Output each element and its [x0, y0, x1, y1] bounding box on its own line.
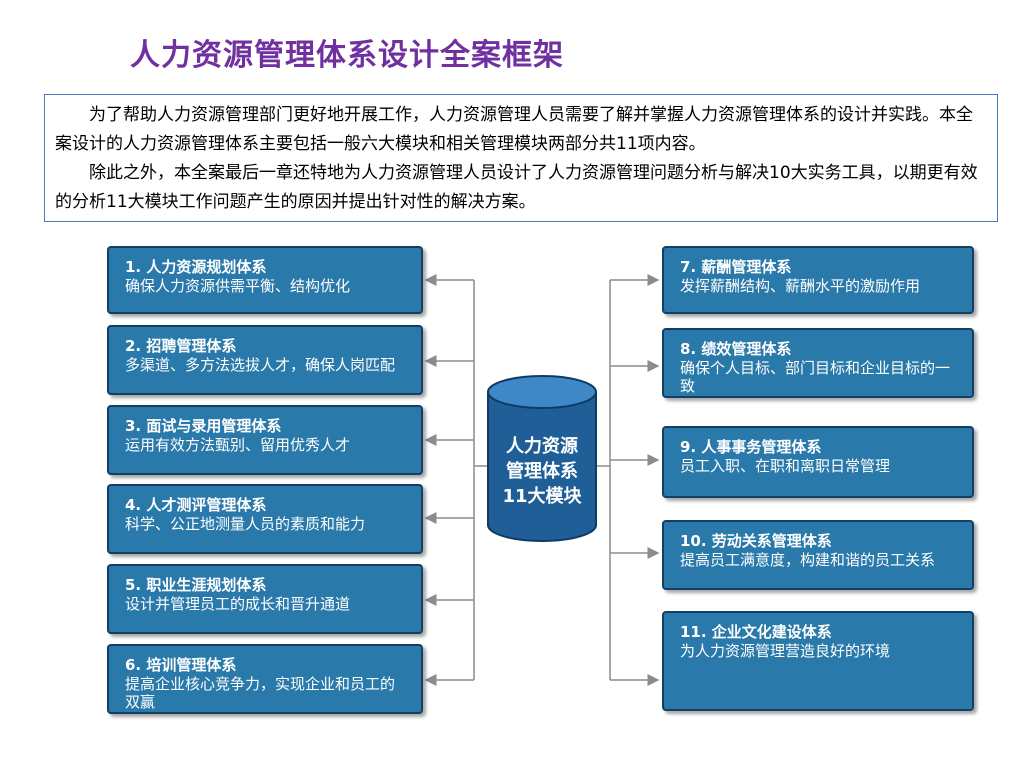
module-desc: 员工入职、在职和离职日常管理 — [680, 457, 891, 475]
module-box-8: 8. 绩效管理体系 确保个人目标、部门目标和企业目标的一致 — [662, 328, 974, 398]
module-desc: 确保人力资源供需平衡、结构优化 — [125, 277, 351, 295]
module-desc: 科学、公正地测量人员的素质和能力 — [125, 515, 366, 533]
module-box-4: 4. 人才测评管理体系 科学、公正地测量人员的素质和能力 — [107, 484, 423, 554]
intro-paragraph-1: 为了帮助人力资源管理部门更好地开展工作，人力资源管理人员需要了解并掌握人力资源管… — [55, 105, 973, 154]
module-box-9: 9. 人事事务管理体系 员工入职、在职和离职日常管理 — [662, 426, 974, 498]
module-box-1: 1. 人力资源规划体系 确保人力资源供需平衡、结构优化 — [107, 246, 423, 314]
module-name: 9. 人事事务管理体系 — [680, 438, 822, 456]
module-box-10: 10. 劳动关系管理体系 提高员工满意度，构建和谐的员工关系 — [662, 520, 974, 590]
module-name: 1. 人力资源规划体系 — [125, 258, 267, 276]
center-hub-line-3: 11大模块 — [502, 486, 582, 507]
module-name: 3. 面试与录用管理体系 — [125, 417, 282, 435]
module-name: 6. 培训管理体系 — [125, 656, 237, 674]
center-hub-label: 人力资源 管理体系 11大模块 — [486, 434, 598, 509]
module-box-6: 6. 培训管理体系 提高企业核心竞争力，实现企业和员工的双赢 — [107, 644, 423, 714]
module-box-5: 5. 职业生涯规划体系 设计并管理员工的成长和晋升通道 — [107, 564, 423, 634]
intro-paragraph-2: 除此之外，本全案最后一章还特地为人力资源管理人员设计了人力资源管理问题分析与解决… — [55, 163, 978, 212]
page-title: 人力资源管理体系设计全案框架 — [130, 38, 564, 73]
module-desc: 运用有效方法甄别、留用优秀人才 — [125, 436, 351, 454]
database-cylinder — [487, 375, 597, 542]
center-hub-line-2: 管理体系 — [506, 461, 578, 482]
module-desc: 多渠道、多方法选拔人才，确保人岗匹配 — [125, 356, 396, 374]
module-desc: 为人力资源管理营造良好的环境 — [680, 642, 891, 660]
module-name: 5. 职业生涯规划体系 — [125, 576, 267, 594]
intro-box: 为了帮助人力资源管理部门更好地开展工作，人力资源管理人员需要了解并掌握人力资源管… — [44, 94, 998, 222]
module-box-11: 11. 企业文化建设体系 为人力资源管理营造良好的环境 — [662, 611, 974, 711]
module-box-7: 7. 薪酬管理体系 发挥薪酬结构、薪酬水平的激励作用 — [662, 246, 974, 314]
module-name: 10. 劳动关系管理体系 — [680, 532, 832, 550]
module-name: 2. 招聘管理体系 — [125, 337, 237, 355]
module-name: 4. 人才测评管理体系 — [125, 496, 267, 514]
module-desc: 提高企业核心竞争力，实现企业和员工的双赢 — [125, 675, 396, 711]
module-desc: 提高员工满意度，构建和谐的员工关系 — [680, 551, 936, 569]
center-hub-line-1: 人力资源 — [506, 436, 578, 457]
module-box-3: 3. 面试与录用管理体系 运用有效方法甄别、留用优秀人才 — [107, 405, 423, 475]
module-name: 8. 绩效管理体系 — [680, 340, 792, 358]
module-desc: 设计并管理员工的成长和晋升通道 — [125, 595, 351, 613]
module-name: 7. 薪酬管理体系 — [680, 258, 792, 276]
module-name: 11. 企业文化建设体系 — [680, 623, 832, 641]
module-desc: 确保个人目标、部门目标和企业目标的一致 — [680, 359, 951, 395]
module-desc: 发挥薪酬结构、薪酬水平的激励作用 — [680, 277, 921, 295]
module-box-2: 2. 招聘管理体系 多渠道、多方法选拔人才，确保人岗匹配 — [107, 325, 423, 395]
